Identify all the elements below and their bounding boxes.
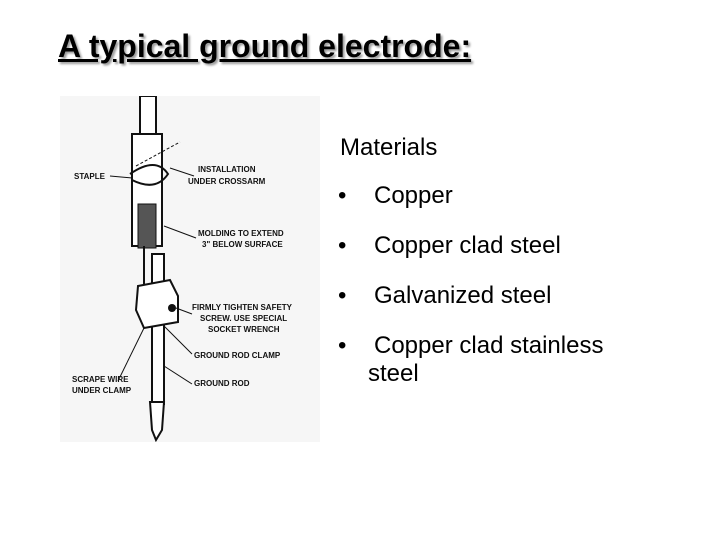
- ground-electrode-diagram: STAPLE INSTALLATION UNDER CROSSARM MOLDI…: [60, 96, 320, 442]
- leader-clamp: [163, 325, 193, 355]
- label-staple: STAPLE: [74, 172, 106, 181]
- leader-rod: [163, 365, 193, 385]
- leader-scrape: [117, 327, 145, 382]
- list-item-label-continuation: steel: [368, 360, 419, 387]
- list-item: • Copper clad stainless steel: [338, 332, 668, 388]
- leader-installation: [169, 167, 195, 177]
- bullet-icon: •: [338, 182, 347, 209]
- upper-rod: [139, 96, 157, 137]
- slide-title: A typical ground electrode:: [58, 28, 472, 64]
- list-item: • Copper clad steel: [338, 232, 668, 260]
- ground-rod: [151, 253, 165, 405]
- list-item-label: Galvanized steel: [374, 282, 552, 309]
- bullet-icon: •: [338, 332, 347, 359]
- staple-shape: [129, 164, 170, 186]
- list-item-label: Copper clad steel: [374, 232, 561, 259]
- bullet-icon: •: [338, 232, 347, 259]
- rod-tip: [148, 401, 166, 442]
- crossarm-line: [135, 141, 181, 167]
- bullet-icon: •: [338, 282, 347, 309]
- rod-clamp: [134, 278, 179, 330]
- label-tighten-1: FIRMLY TIGHTEN SAFETY: [192, 303, 293, 312]
- leader-molding: [163, 225, 197, 239]
- label-rod: GROUND ROD: [194, 379, 250, 388]
- list-item-label: Copper clad stainless: [374, 332, 604, 359]
- materials-heading: Materials: [340, 134, 438, 161]
- molding-lower: [137, 203, 157, 249]
- list-item: • Copper: [338, 182, 668, 210]
- list-item-label: Copper: [374, 182, 453, 209]
- materials-list: • Copper • Copper clad steel • Galvanize…: [338, 182, 668, 410]
- label-molding-1: MOLDING TO EXTEND: [198, 229, 284, 238]
- label-tighten-2: SCREW. USE SPECIAL: [200, 314, 287, 323]
- leader-tighten: [175, 307, 193, 315]
- label-molding-2: 3" BELOW SURFACE: [202, 240, 283, 249]
- leader-staple: [109, 175, 133, 179]
- diagram-drawing: STAPLE INSTALLATION UNDER CROSSARM MOLDI…: [72, 96, 293, 442]
- label-scrape-1: SCRAPE WIRE: [72, 375, 129, 384]
- label-clamp: GROUND ROD CLAMP: [194, 351, 281, 360]
- label-installation-2: UNDER CROSSARM: [188, 177, 266, 186]
- safety-screw: [168, 304, 176, 312]
- label-scrape-2: UNDER CLAMP: [72, 386, 132, 395]
- list-item: • Galvanized steel: [338, 282, 668, 310]
- label-installation-1: INSTALLATION: [198, 165, 256, 174]
- label-tighten-3: SOCKET WRENCH: [208, 325, 280, 334]
